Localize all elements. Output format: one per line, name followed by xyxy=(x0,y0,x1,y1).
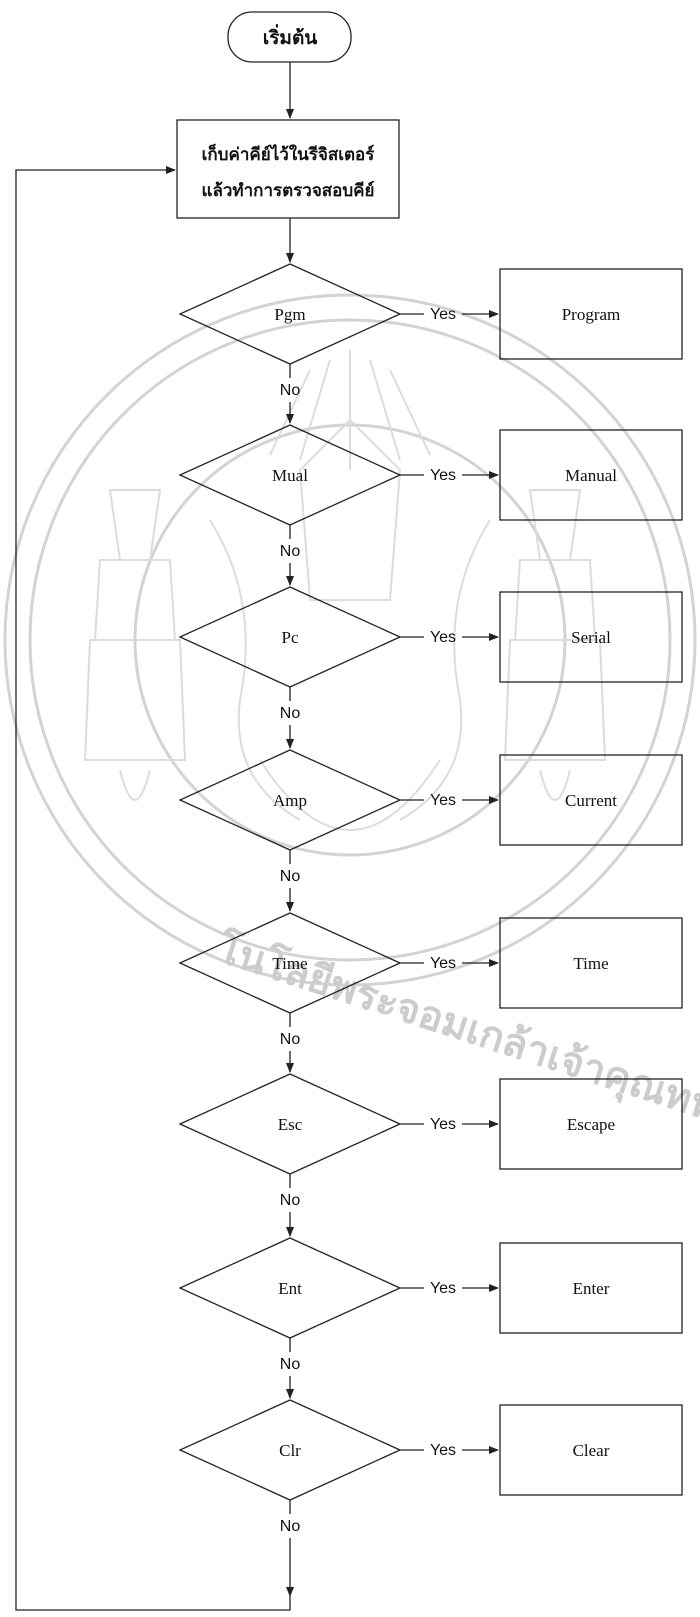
no-label: No xyxy=(280,1518,301,1535)
result-box-enter: Enter xyxy=(500,1243,682,1333)
start-terminal: เริ่มต้น xyxy=(228,12,351,62)
yes-label: Yes xyxy=(430,306,456,323)
decision-key-label: Ent xyxy=(278,1279,302,1298)
result-box-current: Current xyxy=(500,755,682,845)
result-label: Current xyxy=(565,791,617,810)
decision-key-label: Pc xyxy=(282,628,299,647)
result-label: Program xyxy=(562,305,621,324)
store-key-process: เก็บค่าคีย์ไว้ในรีจิสเตอร์ แล้วทำการตรวจ… xyxy=(177,120,399,218)
store-line-2: แล้วทำการตรวจสอบคีย์ xyxy=(201,180,374,200)
store-line-1: เก็บค่าคีย์ไว้ในรีจิสเตอร์ xyxy=(202,142,376,164)
decision-key-label: Time xyxy=(272,954,307,973)
decision-key-label: Clr xyxy=(279,1441,301,1460)
result-box-escape: Escape xyxy=(500,1079,682,1169)
result-box-manual: Manual xyxy=(500,430,682,520)
yes-label: Yes xyxy=(430,955,456,972)
no-label: No xyxy=(280,1031,301,1048)
decision-key-label: Esc xyxy=(278,1115,303,1134)
result-label: Manual xyxy=(565,466,617,485)
result-label: Serial xyxy=(571,628,611,647)
no-label: No xyxy=(280,868,301,885)
no-label: No xyxy=(280,705,301,722)
loop-back-line xyxy=(16,170,290,1610)
result-label: Clear xyxy=(573,1441,610,1460)
yes-label: Yes xyxy=(430,1280,456,1297)
decision-key-label: Amp xyxy=(273,791,307,810)
yes-label: Yes xyxy=(430,1116,456,1133)
no-label: No xyxy=(280,543,301,560)
result-box-clear: Clear xyxy=(500,1405,682,1495)
result-box-serial: Serial xyxy=(500,592,682,682)
result-label: Time xyxy=(573,954,608,973)
decision-key-label: Mual xyxy=(272,466,308,485)
yes-label: Yes xyxy=(430,1442,456,1459)
result-box-time: Time xyxy=(500,918,682,1008)
result-label: Escape xyxy=(567,1115,615,1134)
decision-key-label: Pgm xyxy=(274,305,305,324)
result-label: Enter xyxy=(573,1279,610,1298)
start-label: เริ่มต้น xyxy=(263,24,318,49)
no-label: No xyxy=(280,1192,301,1209)
no-label: No xyxy=(280,382,301,399)
yes-label: Yes xyxy=(430,467,456,484)
yes-label: Yes xyxy=(430,629,456,646)
no-label: No xyxy=(280,1356,301,1373)
result-box-program: Program xyxy=(500,269,682,359)
yes-label: Yes xyxy=(430,792,456,809)
